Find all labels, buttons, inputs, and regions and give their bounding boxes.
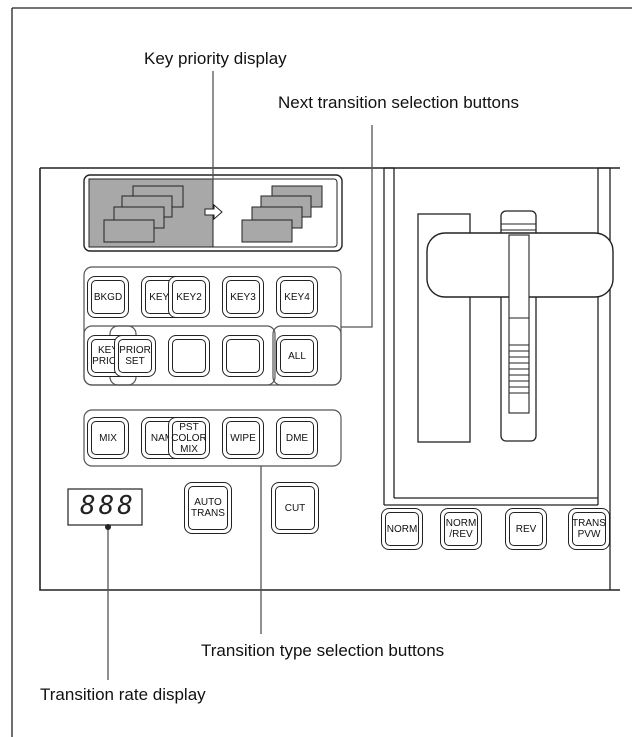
key4-button[interactable]: KEY4: [276, 276, 318, 318]
norm-button-label: NORM: [385, 512, 419, 546]
rev-button[interactable]: REV: [505, 508, 547, 550]
callout-next-transition-selection-buttons: Next transition selection buttons: [278, 93, 519, 112]
blank-button-2-label: [226, 339, 260, 373]
key2-button-label: KEY2: [172, 280, 206, 314]
leader-dot-rate: [105, 524, 111, 530]
key3-button-label: KEY3: [226, 280, 260, 314]
trans-pvw-button-label: TRANS PVW: [572, 512, 606, 546]
all-button[interactable]: ALL: [276, 335, 318, 377]
all-group-outline: [272, 325, 342, 386]
cut-button[interactable]: CUT: [271, 482, 319, 534]
callout-transition-type-selection-buttons: Transition type selection buttons: [201, 641, 445, 660]
pst-color-mix-button[interactable]: PST COLOR MIX: [168, 417, 210, 459]
bkgd-button-label: BKGD: [91, 280, 125, 314]
key3-button[interactable]: KEY3: [222, 276, 264, 318]
panel-outline: [39, 167, 620, 591]
fader-grip-lines: [509, 344, 529, 394]
dme-button-label: DME: [280, 421, 314, 455]
dme-button[interactable]: DME: [276, 417, 318, 459]
auto-trans-button-label: AUTO TRANS: [188, 486, 228, 530]
bkgd-button[interactable]: BKGD: [87, 276, 129, 318]
mix-button[interactable]: MIX: [87, 417, 129, 459]
all-button-label: ALL: [280, 339, 314, 373]
fader-frame-left: [383, 167, 395, 505]
key4-button-label: KEY4: [280, 280, 314, 314]
wipe-button[interactable]: WIPE: [222, 417, 264, 459]
callout-leaders: [107, 71, 373, 680]
cut-button-label: CUT: [275, 486, 315, 530]
norm-rev-button[interactable]: NORM /REV: [440, 508, 482, 550]
transition-rate-digits: 888: [80, 491, 136, 521]
figure-frame: [11, 7, 632, 737]
norm-button[interactable]: NORM: [381, 508, 423, 550]
transition-type-group-outline: [83, 409, 342, 467]
fader-frame-right: [597, 167, 611, 590]
auto-trans-button[interactable]: AUTO TRANS: [184, 482, 232, 534]
transition-rate-display-box: [67, 488, 143, 526]
arrow-right-icon: [204, 203, 223, 221]
rev-button-label: REV: [509, 512, 543, 546]
callout-transition-rate-display: Transition rate display: [40, 685, 206, 704]
blank-button-1[interactable]: [168, 335, 210, 377]
blank-button-2[interactable]: [222, 335, 264, 377]
callout-key-priority-display: Key priority display: [144, 49, 287, 68]
key2-button[interactable]: KEY2: [168, 276, 210, 318]
wipe-button-label: WIPE: [226, 421, 260, 455]
fader-lever-slot: [508, 234, 530, 414]
leader-next-transition: [341, 125, 373, 328]
prior-set-button-label: PRIOR SET: [118, 339, 152, 373]
blank-button-1-label: [172, 339, 206, 373]
prior-set-button[interactable]: PRIOR SET: [114, 335, 156, 377]
key-layer-stack-before: [103, 185, 184, 243]
trans-pvw-button[interactable]: TRANS PVW: [568, 508, 610, 550]
key-layer-stack-after: [241, 185, 323, 243]
norm-rev-button-label: NORM /REV: [444, 512, 478, 546]
pst-color-mix-button-label: PST COLOR MIX: [171, 421, 207, 455]
mix-button-label: MIX: [91, 421, 125, 455]
